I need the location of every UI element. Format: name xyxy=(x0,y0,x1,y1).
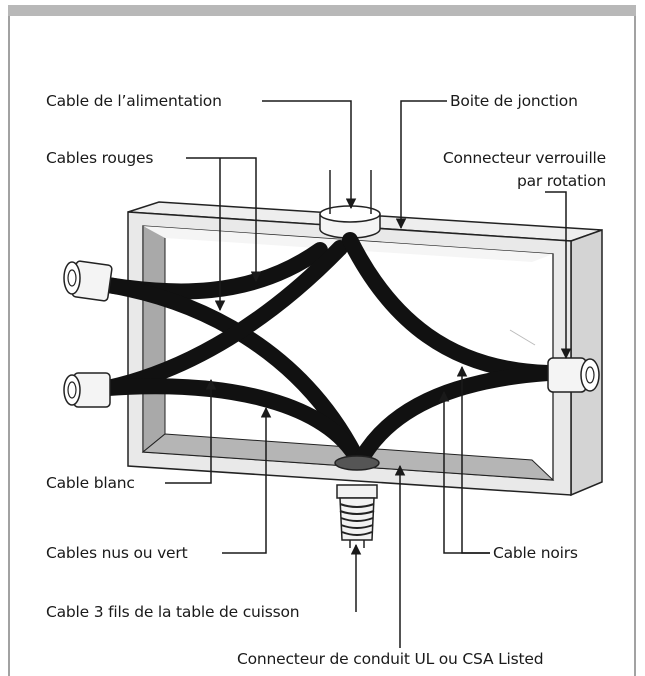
bottom-conduit-connector xyxy=(334,455,380,548)
leader-red-cable-a xyxy=(186,157,262,283)
label-bare-or-green-cables: Cables nus ou vert xyxy=(46,544,188,562)
label-power-cable: Cable de l’alimentation xyxy=(46,92,222,110)
leader-green-cable xyxy=(222,406,272,554)
left-connector-top xyxy=(63,260,113,302)
left-connector-bottom xyxy=(63,372,111,408)
label-twist-lock-line2: par rotation xyxy=(516,172,606,190)
label-three-wire-cable: Cable 3 fils de la table de cuisson xyxy=(46,603,300,621)
right-twist-lock-connector xyxy=(547,357,600,393)
leader-twist-lock xyxy=(545,191,572,360)
label-white-cable: Cable blanc xyxy=(46,474,135,492)
label-junction-box: Boite de jonction xyxy=(450,92,578,110)
top-bar xyxy=(8,5,636,16)
leader-power-cable xyxy=(262,100,357,210)
label-red-cables: Cables rouges xyxy=(46,149,154,167)
cables xyxy=(100,232,556,466)
leader-white-cable xyxy=(165,378,217,484)
leaders xyxy=(165,100,572,648)
box-inner-left-wall xyxy=(142,225,166,454)
label-conduit-connector: Connecteur de conduit UL ou CSA Listed xyxy=(237,650,544,668)
leader-junction-box xyxy=(395,100,447,230)
label-twist-lock-line1: Connecteur verrouille xyxy=(442,149,606,167)
green-cable-lower xyxy=(100,378,363,463)
label-black-cables: Cable noirs xyxy=(493,544,578,562)
leader-black-cable-b xyxy=(456,365,490,554)
black-cable-lower xyxy=(354,365,556,466)
power-connector xyxy=(319,170,381,239)
